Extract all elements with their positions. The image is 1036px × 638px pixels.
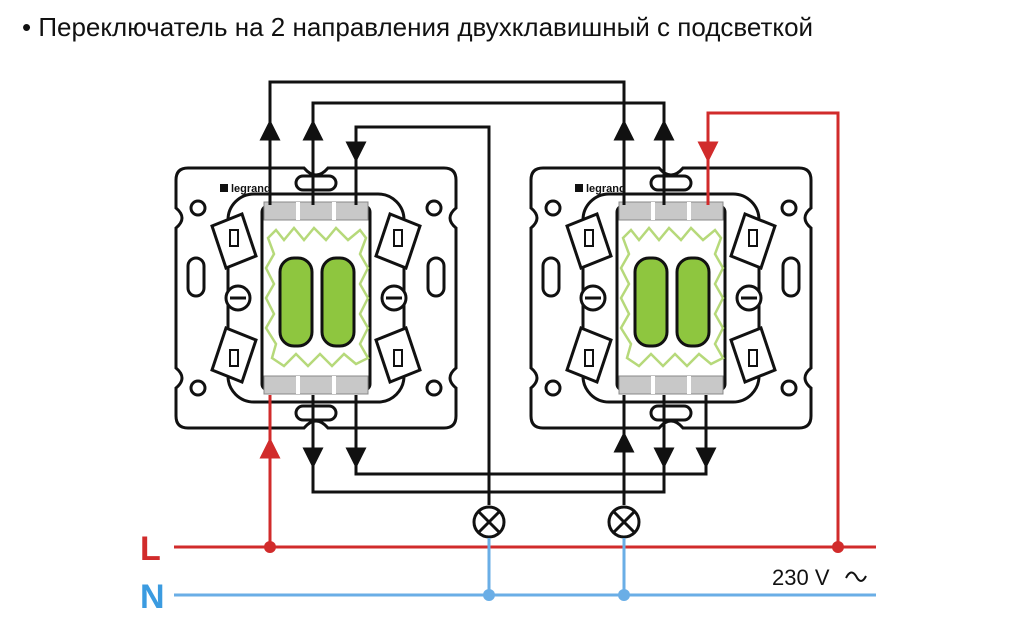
line-label: L [140, 530, 161, 568]
lamp-icon [472, 505, 506, 539]
ac-symbol-icon [845, 571, 867, 582]
diagram-title: • Переключатель на 2 направления двухкла… [22, 12, 814, 42]
junction-dot [264, 541, 276, 553]
switch-left [174, 166, 458, 430]
junction-dot [618, 589, 630, 601]
neutral-wire [174, 538, 876, 597]
line-wire [174, 111, 876, 549]
voltage-label: 230 V [772, 565, 830, 590]
control-wires [259, 80, 717, 505]
neutral-label: N [140, 578, 165, 616]
lamp-icon [607, 505, 641, 539]
junction-dot [832, 541, 844, 553]
switch-right [529, 166, 813, 430]
junction-dot [483, 589, 495, 601]
